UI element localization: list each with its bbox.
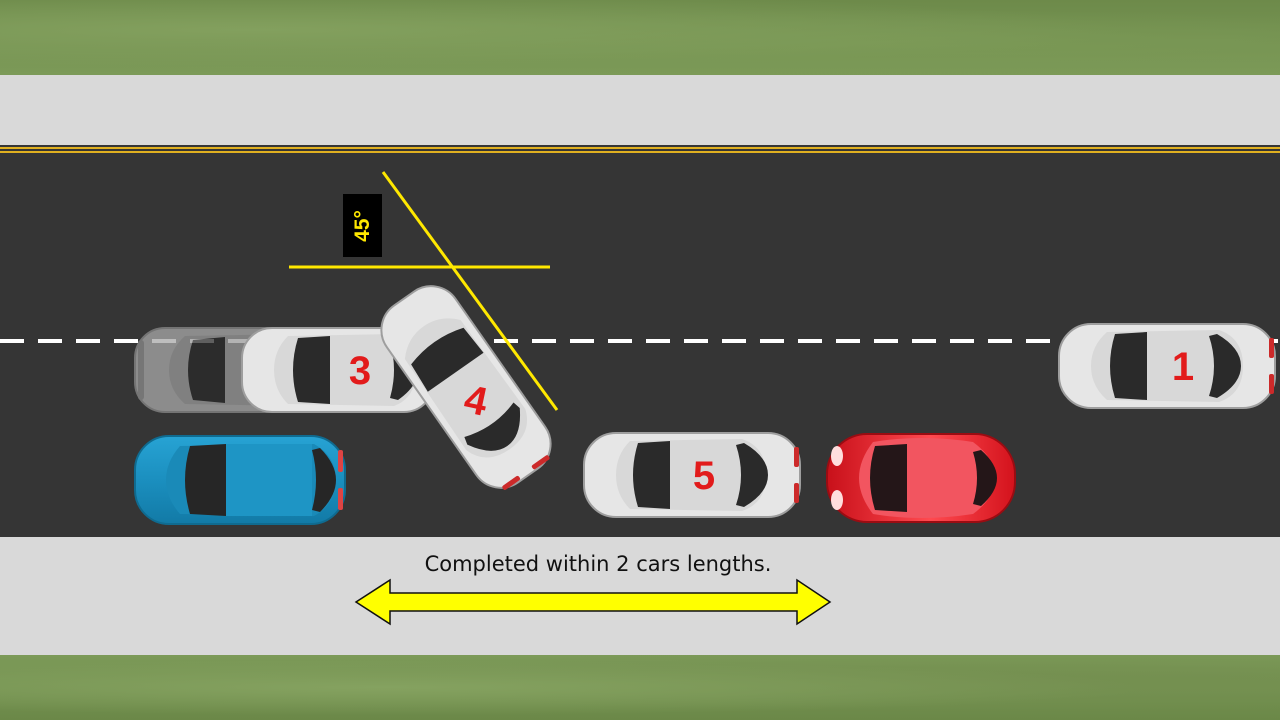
car-1: 1 <box>1058 323 1276 409</box>
center-yellow-line-1 <box>0 147 1280 149</box>
car-5: 5 <box>583 432 801 518</box>
sidewalk-top <box>0 75 1280 145</box>
angled-guide-line <box>381 171 559 411</box>
double-arrow-icon <box>354 578 832 626</box>
car-4 <box>380 285 552 490</box>
car-5-label: 5 <box>693 454 715 498</box>
blue-car <box>134 435 346 525</box>
center-yellow-line-2 <box>0 151 1280 153</box>
angle-label-box: 45° <box>343 194 382 257</box>
car-1-label: 1 <box>1172 345 1194 389</box>
car-3: 3 <box>241 327 435 413</box>
red-car <box>826 433 1016 523</box>
caption: Completed within 2 cars lengths. <box>424 552 772 576</box>
car-3-label: 3 <box>349 349 371 393</box>
grass-top <box>0 0 1280 75</box>
angle-label: 45° <box>350 209 374 242</box>
grass-bottom <box>0 655 1280 720</box>
